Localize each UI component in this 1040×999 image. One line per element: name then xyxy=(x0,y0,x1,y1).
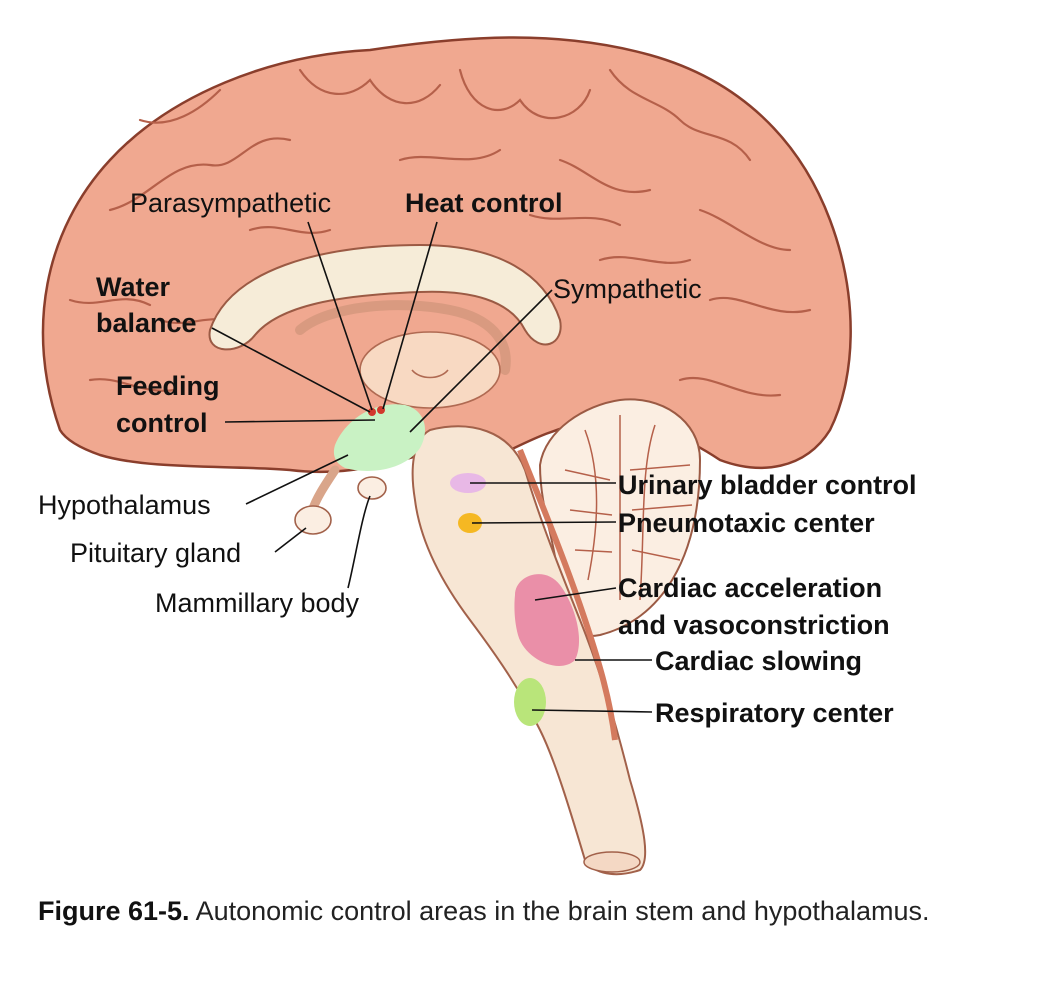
leader-pneumotaxic xyxy=(471,521,617,524)
figure-number: Figure 61-5. xyxy=(38,896,190,926)
fourth-ventricle xyxy=(517,448,618,741)
leader-pituitary xyxy=(274,527,307,553)
label-parasympathetic: Parasympathetic xyxy=(130,188,331,218)
leader-mammillary xyxy=(347,495,371,589)
parasympathetic-dot xyxy=(368,408,376,416)
leader-water-balance xyxy=(211,327,371,413)
brain-diagram: Parasympathetic Heat control Water balan… xyxy=(38,36,917,876)
leader-sympathetic xyxy=(409,289,553,433)
label-sympathetic: Sympathetic xyxy=(553,274,702,304)
corpus-callosum xyxy=(208,243,562,351)
cerebellum-folia xyxy=(564,415,693,601)
cardiac-acceleration-zone xyxy=(514,574,580,666)
pituitary-gland-shape xyxy=(294,505,332,535)
label-mammillary-body: Mammillary body xyxy=(155,588,360,618)
label-feeding-control-line2: control xyxy=(116,408,208,438)
label-cardiac-slowing: Cardiac slowing xyxy=(655,646,862,676)
label-water-balance-line2: balance xyxy=(96,308,197,338)
label-pneumotaxic-center: Pneumotaxic center xyxy=(618,508,875,538)
label-feeding-control-line1: Feeding xyxy=(116,371,220,401)
labels: Parasympathetic Heat control Water balan… xyxy=(38,188,917,728)
label-water-balance-line1: Water xyxy=(96,272,171,302)
label-cardiac-acceleration-line1: Cardiac acceleration xyxy=(618,573,882,603)
respiratory-zone xyxy=(514,678,546,726)
label-cardiac-acceleration-line2: and vasoconstriction xyxy=(618,610,890,640)
thalamus-adhesion xyxy=(411,369,449,379)
mammillary-body-shape xyxy=(357,476,387,500)
thalamus xyxy=(359,331,501,409)
label-heat-control: Heat control xyxy=(405,188,563,218)
leader-parasympathetic xyxy=(307,221,373,411)
fornix xyxy=(295,300,511,375)
caption-text: Autonomic control areas in the brain ste… xyxy=(195,896,930,926)
figure-caption: Figure 61-5. Autonomic control areas in … xyxy=(38,893,978,929)
label-urinary-bladder-control: Urinary bladder control xyxy=(618,470,917,500)
leader-respiratory xyxy=(531,709,653,713)
label-hypothalamus: Hypothalamus xyxy=(38,490,211,520)
gyri-lines xyxy=(68,68,812,397)
urinary-bladder-zone xyxy=(450,473,486,493)
label-respiratory-center: Respiratory center xyxy=(655,698,894,728)
leader-hypothalamus xyxy=(245,454,349,505)
leader-cardiac-acceleration xyxy=(534,587,617,601)
leader-feeding-control xyxy=(224,419,376,423)
leader-heat-control xyxy=(382,221,438,410)
pneumotaxic-zone xyxy=(458,513,482,533)
leader-lines xyxy=(211,221,653,713)
label-pituitary-gland: Pituitary gland xyxy=(70,538,241,568)
spinal-cord-cut xyxy=(583,851,641,873)
